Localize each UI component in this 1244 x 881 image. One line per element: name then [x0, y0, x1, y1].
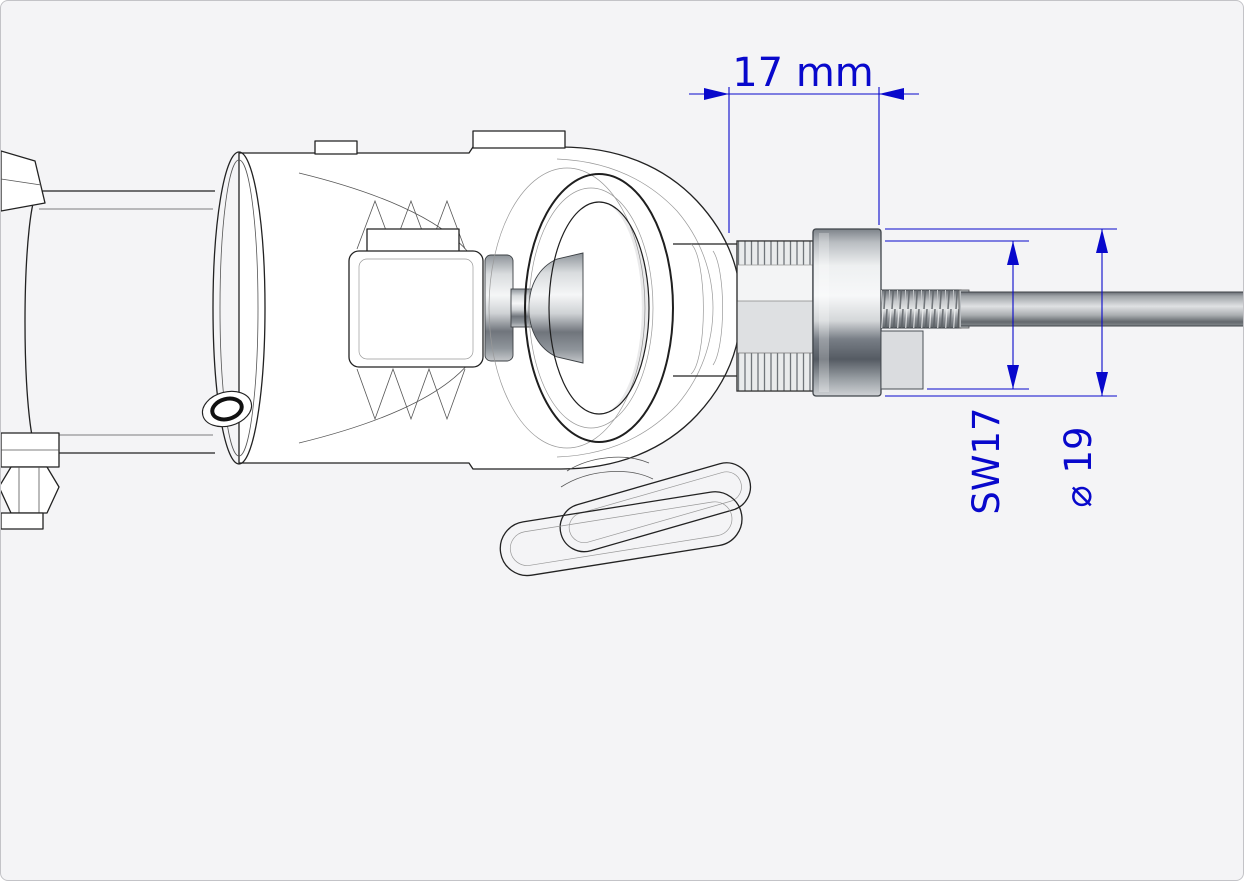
arrowhead-down [1007, 365, 1019, 389]
rib-structure-bottom [356, 367, 466, 421]
arrowhead-up [1007, 241, 1019, 265]
dimension-sw17: SW17 [885, 240, 1029, 515]
inner-hex-block [348, 228, 484, 368]
knurled-sleeve [736, 240, 814, 392]
arrowhead-left [704, 88, 729, 100]
arrowhead-up [1096, 229, 1108, 253]
spool-coupler [484, 252, 584, 364]
tube-body [24, 190, 215, 454]
hex-flat-block [880, 330, 924, 390]
rib-structure-top [356, 199, 466, 251]
pin-hole [201, 390, 253, 428]
left-wedge [1, 150, 46, 212]
top-tab-large [472, 130, 566, 149]
knurl-band-top [737, 241, 813, 265]
top-tab-small [314, 140, 358, 155]
knurl-band-bottom [737, 353, 813, 391]
housing-end-ellipse [212, 151, 266, 465]
coupling-head-lineart [1, 130, 742, 530]
left-bracket-assembly [1, 432, 60, 530]
dimension-17mm: 17 mm [689, 50, 919, 233]
dimension-sw17-label: SW17 [965, 407, 1008, 514]
fork-eye-ring [488, 167, 674, 449]
dimension-dia19: ⌀ 19 [885, 228, 1117, 508]
dimension-dia19-label: ⌀ 19 [1057, 426, 1100, 507]
arrowhead-down [1096, 372, 1108, 396]
handle-loops [499, 456, 752, 577]
cap-highlight [819, 233, 829, 392]
threaded-stud [880, 289, 962, 329]
arrowhead-right [879, 88, 904, 100]
dimension-17mm-label: 17 mm [732, 50, 874, 96]
